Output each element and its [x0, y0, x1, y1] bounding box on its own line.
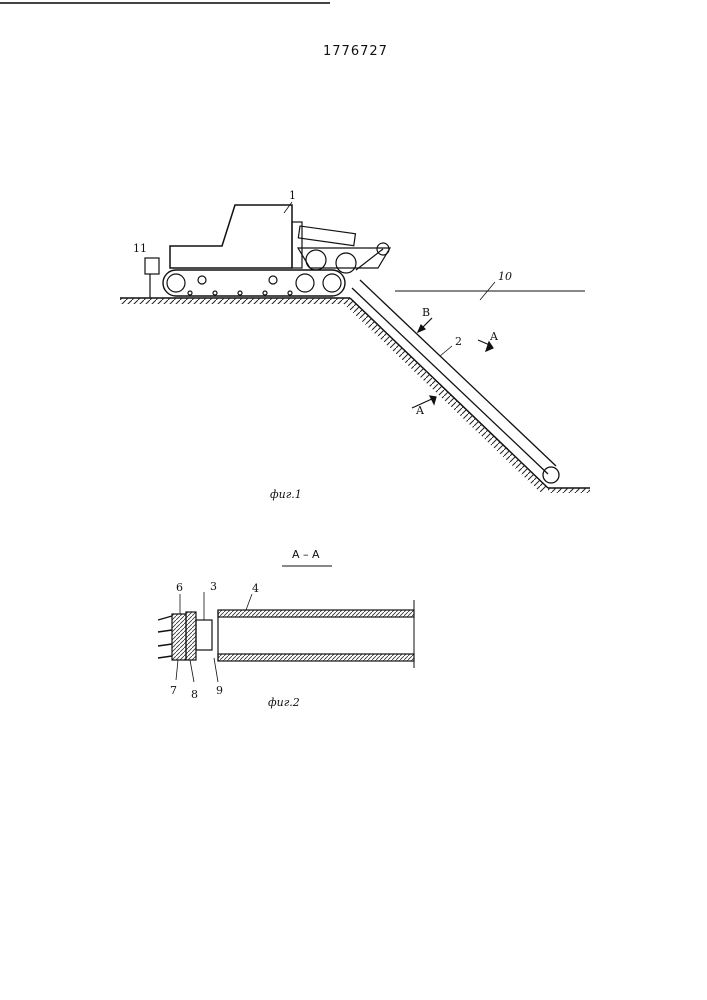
- tube-walls: [218, 600, 414, 668]
- label-machine: 1: [289, 189, 296, 202]
- figure-2-caption: фиг.2: [268, 696, 300, 709]
- figure-2: [158, 592, 414, 682]
- label-tube: 4: [252, 582, 259, 595]
- leader-line-9: [214, 658, 218, 682]
- section-title: A – A: [292, 548, 320, 561]
- label-inner-body: 3: [210, 580, 217, 593]
- leader-line-1: [284, 202, 292, 213]
- label-boom: 2: [455, 335, 462, 348]
- label-teeth: 7: [170, 684, 177, 697]
- label-arrow-b: B: [422, 306, 430, 319]
- ground-surface: [120, 298, 350, 304]
- leader-line-7: [176, 660, 178, 680]
- label-part-8: 8: [191, 688, 198, 701]
- figure-1: [120, 202, 590, 494]
- label-water-level: 10: [498, 270, 512, 283]
- leader-line-2: [440, 346, 452, 356]
- digging-boom: [352, 280, 559, 483]
- slope-embankment: [344, 298, 590, 494]
- boom-drive-mechanism: [298, 226, 390, 273]
- cutter-block: [172, 614, 186, 660]
- label-cutter-block: 6: [176, 581, 183, 594]
- leader-line-8: [190, 660, 194, 682]
- label-part-9: 9: [216, 684, 223, 697]
- machine-body: [170, 205, 302, 268]
- leader-line-4: [246, 594, 252, 610]
- inner-body: [196, 620, 212, 650]
- cutter-teeth: [158, 616, 172, 658]
- label-arrow-a-lower: A: [415, 404, 425, 417]
- control-box: [145, 258, 159, 298]
- arrow-b: [418, 318, 432, 332]
- label-arrow-a-upper: A: [489, 330, 499, 343]
- label-control-box: 11: [133, 242, 147, 255]
- figure-1-caption: фиг.1: [270, 488, 302, 501]
- crawler-track: [163, 270, 345, 296]
- end-cap: [186, 612, 196, 660]
